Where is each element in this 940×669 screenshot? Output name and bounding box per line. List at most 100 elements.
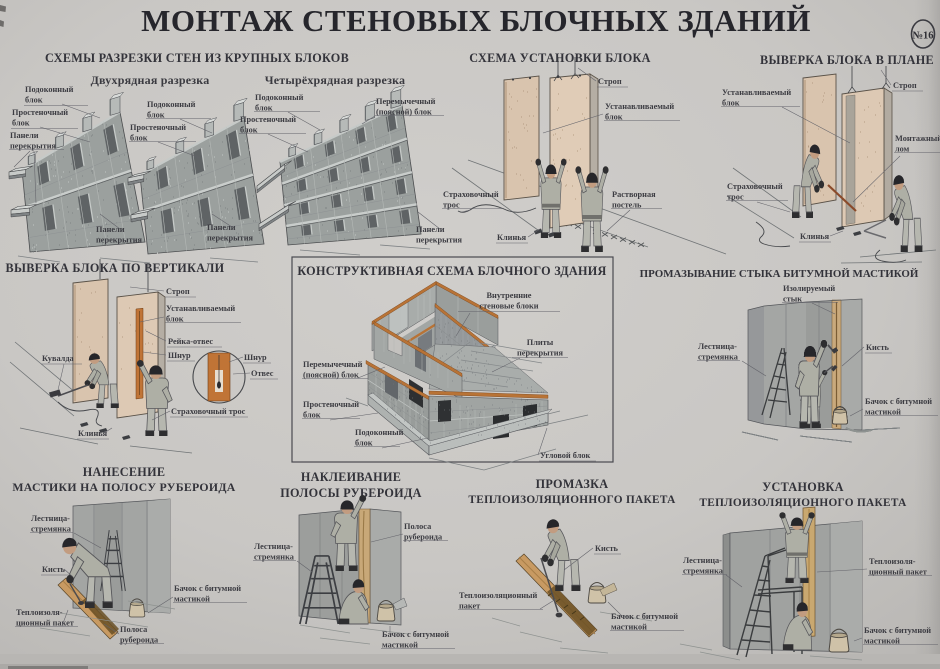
svg-text:Подоконный: Подоконный — [25, 85, 74, 94]
svg-text:блок: блок — [605, 113, 623, 122]
svg-text:Шнур: Шнур — [244, 353, 267, 362]
svg-text:Кисть: Кисть — [866, 343, 890, 352]
svg-text:НАНЕСЕНИЕ: НАНЕСЕНИЕ — [83, 465, 166, 479]
svg-text:Страховочный: Страховочный — [727, 182, 783, 191]
svg-text:Страховочный трос: Страховочный трос — [171, 407, 246, 416]
svg-text:МОНТАЖ СТЕНОВЫХ БЛОЧНЫХ ЗДАНИЙ: МОНТАЖ СТЕНОВЫХ БЛОЧНЫХ ЗДАНИЙ — [141, 3, 811, 38]
svg-text:Двухрядная разрезка: Двухрядная разрезка — [91, 73, 210, 87]
svg-text:стремянка: стремянка — [254, 553, 295, 562]
svg-text:Простеночный: Простеночный — [130, 123, 186, 132]
svg-text:ПРОМАЗЫВАНИЕ СТЫКА БИТУМНОЙ МА: ПРОМАЗЫВАНИЕ СТЫКА БИТУМНОЙ МАСТИКОЙ — [640, 268, 919, 280]
svg-text:Простеночный: Простеночный — [240, 115, 296, 124]
svg-text:Строп: Строп — [166, 287, 190, 296]
svg-text:блок: блок — [722, 99, 740, 108]
svg-text:блок: блок — [166, 315, 184, 324]
svg-text:Лестница-: Лестница- — [683, 556, 722, 565]
svg-text:Клинья: Клинья — [800, 232, 830, 241]
svg-text:Теплоизоляционный: Теплоизоляционный — [459, 591, 537, 600]
svg-text:Шнур: Шнур — [168, 351, 191, 360]
svg-text:Полоса: Полоса — [404, 522, 432, 531]
svg-text:Лестница-: Лестница- — [254, 542, 293, 551]
svg-text:Угловой блок: Угловой блок — [540, 451, 591, 460]
svg-text:ТЕПЛОИЗОЛЯЦИОННОГО ПАКЕТА: ТЕПЛОИЗОЛЯЦИОННОГО ПАКЕТА — [468, 494, 676, 506]
svg-text:блок: блок — [147, 111, 165, 120]
svg-text:Клинья: Клинья — [497, 233, 527, 242]
svg-text:Лестница-: Лестница- — [698, 342, 737, 351]
svg-text:Четырёхрядная разрезка: Четырёхрядная разрезка — [265, 73, 406, 87]
svg-text:Панели: Панели — [96, 225, 125, 234]
svg-text:Теплоизоля-: Теплоизоля- — [16, 608, 63, 617]
svg-text:ционный пакет: ционный пакет — [16, 619, 74, 628]
svg-text:перекрытия: перекрытия — [10, 142, 56, 151]
svg-text:Перемычечный: Перемычечный — [303, 360, 363, 369]
svg-text:перекрытия: перекрытия — [207, 234, 253, 243]
svg-text:Изолируемый: Изолируемый — [783, 284, 835, 293]
svg-text:лом: лом — [895, 145, 910, 154]
svg-text:Устанавливаемый: Устанавливаемый — [166, 304, 235, 313]
svg-text:УСТАНОВКА: УСТАНОВКА — [762, 480, 844, 494]
svg-text:Кисть: Кисть — [42, 565, 66, 574]
svg-text:трос: трос — [443, 201, 460, 210]
svg-text:Кисть: Кисть — [595, 544, 619, 553]
svg-text:МАСТИКИ НА ПОЛОСУ РУБЕРОИДА: МАСТИКИ НА ПОЛОСУ РУБЕРОИДА — [12, 480, 235, 494]
svg-text:стремянка: стремянка — [698, 353, 739, 362]
svg-text:Бачок с битумной: Бачок с битумной — [174, 584, 241, 593]
svg-text:Растворная: Растворная — [612, 190, 656, 199]
svg-text:стремянка: стремянка — [683, 567, 724, 576]
svg-text:блок: блок — [303, 411, 321, 420]
svg-text:рубероида: рубероида — [404, 533, 443, 542]
svg-text:Устанавливаемый: Устанавливаемый — [722, 88, 791, 97]
svg-text:Строп: Строп — [893, 81, 917, 90]
svg-text:Бачок с битумной: Бачок с битумной — [865, 397, 932, 406]
svg-text:Перемычечный: Перемычечный — [376, 97, 436, 106]
svg-text:ВЫВЕРКА БЛОКА В ПЛАНЕ: ВЫВЕРКА БЛОКА В ПЛАНЕ — [760, 53, 934, 67]
svg-text:Подоконный: Подоконный — [355, 428, 404, 437]
svg-text:блок: блок — [130, 134, 148, 143]
svg-text:мастикой: мастикой — [865, 408, 901, 417]
svg-text:стык: стык — [783, 295, 802, 304]
svg-text:СХЕМА УСТАНОВКИ БЛОКА: СХЕМА УСТАНОВКИ БЛОКА — [469, 51, 651, 65]
svg-text:НАКЛЕИВАНИЕ: НАКЛЕИВАНИЕ — [301, 470, 401, 484]
svg-text:блок: блок — [25, 96, 43, 105]
svg-text:перекрытия: перекрытия — [96, 236, 142, 245]
svg-text:постель: постель — [612, 201, 642, 210]
svg-text:ТЕПЛОИЗОЛЯЦИОННОГО ПАКЕТА: ТЕПЛОИЗОЛЯЦИОННОГО ПАКЕТА — [699, 497, 907, 509]
svg-text:Плиты: Плиты — [527, 338, 554, 347]
svg-text:блок: блок — [12, 119, 30, 128]
svg-text:Рейка-отвес: Рейка-отвес — [168, 337, 213, 346]
svg-text:(поясной) блок: (поясной) блок — [303, 371, 359, 380]
svg-text:Кувалда: Кувалда — [42, 354, 75, 363]
svg-text:рубероида: рубероида — [120, 636, 159, 645]
svg-text:Панели: Панели — [416, 225, 445, 234]
svg-text:ВЫВЕРКА БЛОКА ПО ВЕРТИКАЛИ: ВЫВЕРКА БЛОКА ПО ВЕРТИКАЛИ — [6, 261, 225, 275]
svg-text:Бачок с битумной: Бачок с битумной — [864, 626, 931, 635]
svg-text:Подоконный: Подоконный — [147, 100, 196, 109]
svg-text:пакет: пакет — [459, 602, 480, 611]
svg-text:Подоконный: Подоконный — [255, 93, 304, 102]
svg-text:Полоса: Полоса — [120, 625, 148, 634]
svg-text:Строп: Строп — [598, 77, 622, 86]
svg-text:Страховочный: Страховочный — [443, 190, 499, 199]
svg-text:перекрытия: перекрытия — [416, 236, 462, 245]
svg-text:блок: блок — [355, 439, 373, 448]
svg-text:ПРОМАЗКА: ПРОМАЗКА — [536, 477, 609, 491]
svg-text:ционный пакет: ционный пакет — [869, 568, 927, 577]
svg-text:Панели: Панели — [207, 223, 236, 232]
svg-text:Простеночный: Простеночный — [303, 400, 359, 409]
svg-text:Бачок с битумной: Бачок с битумной — [611, 612, 678, 621]
svg-text:ПОЛОСЫ РУБЕРОИДА: ПОЛОСЫ РУБЕРОИДА — [280, 486, 421, 500]
svg-text:перекрытия: перекрытия — [517, 349, 563, 358]
svg-text:мастикой: мастикой — [864, 637, 900, 646]
svg-text:мастикой: мастикой — [174, 595, 210, 604]
svg-text:Теплоизоля-: Теплоизоля- — [869, 557, 916, 566]
svg-text:№16: №16 — [912, 31, 933, 42]
svg-text:мастикой: мастикой — [611, 623, 647, 632]
svg-text:мастикой: мастикой — [382, 641, 418, 650]
svg-text:Клинья: Клинья — [78, 429, 108, 438]
svg-text:КОНСТРУКТИВНАЯ СХЕМА БЛОЧНОГО: КОНСТРУКТИВНАЯ СХЕМА БЛОЧНОГО ЗДАНИЯ — [297, 264, 606, 278]
svg-text:трос: трос — [727, 193, 744, 202]
svg-text:Простеночный: Простеночный — [12, 108, 68, 117]
svg-text:СХЕМЫ РАЗРЕЗКИ СТЕН ИЗ КРУПНЫХ: СХЕМЫ РАЗРЕЗКИ СТЕН ИЗ КРУПНЫХ БЛОКОВ — [45, 51, 349, 65]
svg-text:Устанавливаемый: Устанавливаемый — [605, 102, 674, 111]
svg-text:(поясной) блок: (поясной) блок — [376, 108, 432, 117]
